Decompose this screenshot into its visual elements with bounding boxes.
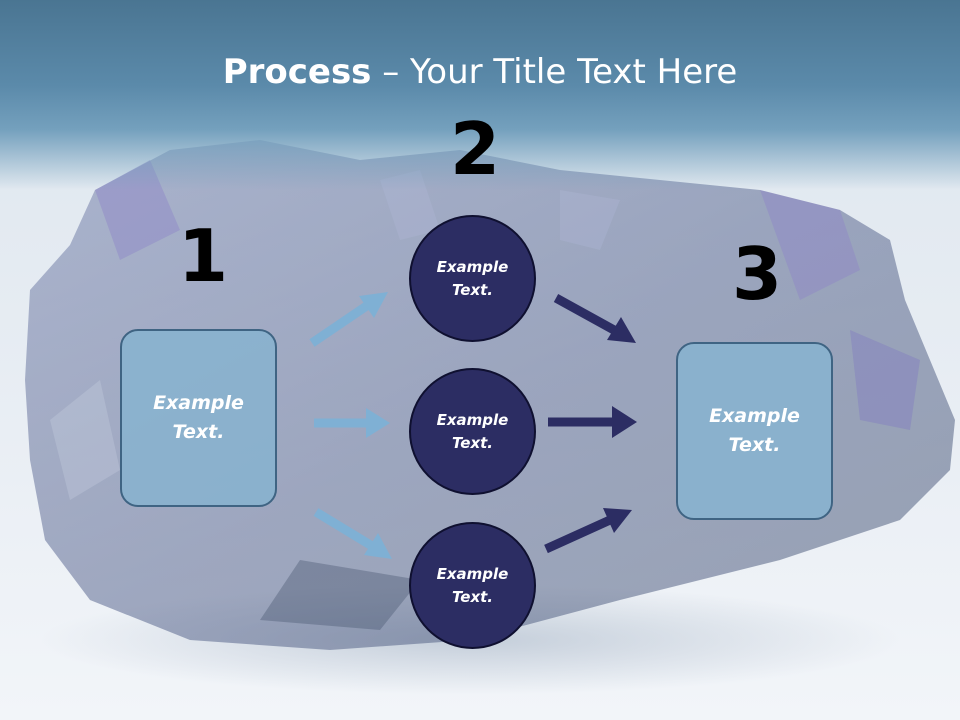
title-rest-part: – Your Title Text Here	[371, 52, 738, 92]
process-box-1: Example Text.	[120, 329, 277, 507]
process-circle-1: Example Text.	[409, 215, 536, 342]
process-circle-2: Example Text.	[409, 368, 536, 495]
process-box-3-label: Example Text.	[709, 405, 800, 456]
arrow-1-to-2a	[309, 292, 388, 347]
step-number-3: 3	[732, 232, 783, 316]
header-band	[0, 0, 960, 190]
arrow-2a-to-3	[553, 294, 636, 343]
process-circle-3-label: Example Text.	[436, 564, 509, 606]
slide-title: Process – Your Title Text Here	[0, 52, 960, 92]
title-bold-part: Process	[222, 52, 372, 92]
process-box-3: Example Text.	[676, 342, 833, 520]
step-number-1: 1	[178, 214, 229, 298]
step-number-2: 2	[450, 107, 501, 191]
arrow-1-to-2b	[314, 408, 390, 438]
process-circle-2-label: Example Text.	[436, 410, 509, 452]
process-box-1-label: Example Text.	[153, 392, 244, 443]
arrow-1-to-2c	[313, 508, 392, 559]
arrow-2b-to-3	[548, 406, 637, 438]
arrow-2c-to-3	[544, 508, 632, 554]
process-circle-3: Example Text.	[409, 522, 536, 649]
process-circle-1-label: Example Text.	[436, 257, 509, 299]
